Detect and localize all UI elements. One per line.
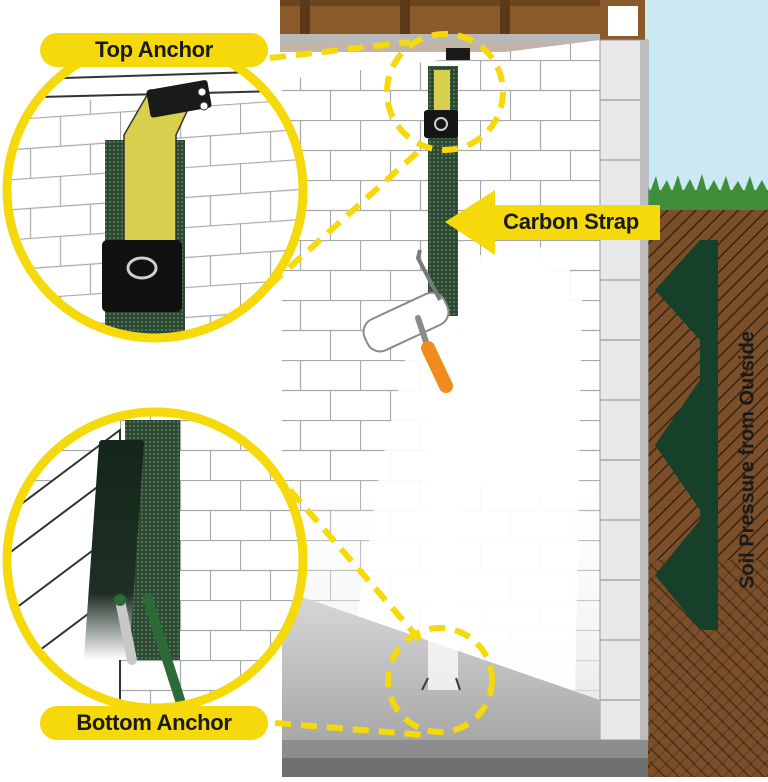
sky — [640, 0, 768, 190]
carbon-strap-label: Carbon Strap — [503, 209, 639, 234]
carbon-strap-arrow — [445, 190, 660, 255]
paint-roller-icon — [362, 249, 453, 393]
grass — [640, 174, 768, 210]
soil-pressure-label: Soil Pressure from Outside — [736, 331, 759, 589]
callout-lines — [267, 31, 506, 738]
soil-pressure-arrows — [655, 240, 718, 630]
bottom-anchor-label: Bottom Anchor — [40, 706, 268, 740]
top-anchor-label: Top Anchor — [40, 33, 268, 67]
wall-corner-column — [599, 39, 649, 741]
anchor-bracket-icon — [424, 110, 458, 138]
carbon-strap — [421, 48, 470, 691]
